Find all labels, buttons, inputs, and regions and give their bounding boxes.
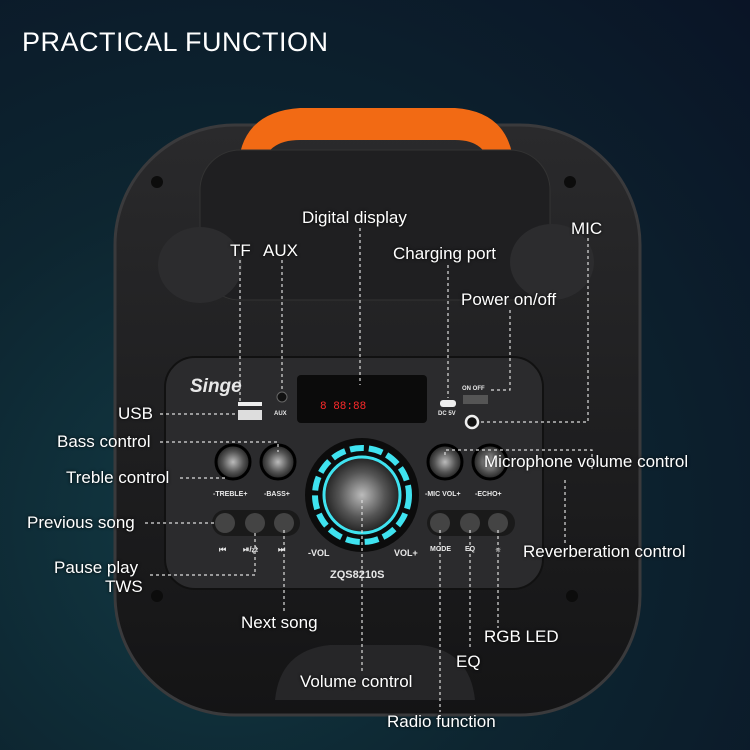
brand-logo: Singe — [190, 376, 242, 397]
power-switch[interactable] — [463, 395, 488, 404]
right-grip — [510, 224, 594, 300]
label-treble: Treble control — [66, 468, 170, 487]
label-eq: EQ — [456, 652, 481, 671]
tf-slot[interactable] — [238, 402, 262, 406]
mic-jack[interactable] — [464, 414, 480, 430]
aux-jack[interactable] — [276, 391, 288, 403]
label-bass: Bass control — [57, 432, 151, 451]
mic-volume-knob[interactable] — [426, 443, 464, 481]
digital-display: 8 88:88 — [320, 401, 366, 413]
model-number: ZQS8210S — [330, 569, 384, 581]
play-pause-button[interactable] — [245, 513, 265, 533]
label-tf: TF — [230, 241, 251, 260]
label-mic: MIC — [571, 219, 603, 238]
mode-button[interactable] — [430, 513, 450, 533]
leader-lines — [145, 228, 593, 712]
label-previous: Previous song — [27, 513, 135, 532]
vol-plus-text: VOL+ — [394, 548, 418, 558]
display-window — [297, 375, 427, 423]
next-button[interactable] — [274, 513, 294, 533]
charging-port[interactable] — [440, 400, 456, 407]
page-title: PRACTICAL FUNCTION — [22, 27, 329, 57]
echo-text: -ECHO+ — [475, 491, 502, 498]
left-grip — [158, 227, 242, 303]
onoff-text: ON OFF — [462, 386, 485, 392]
next-icon: ⏭ — [278, 545, 286, 554]
label-charging-port: Charging port — [393, 244, 497, 263]
eq-button[interactable] — [460, 513, 480, 533]
label-aux: AUX — [263, 241, 298, 260]
usb-port[interactable] — [238, 410, 262, 420]
aux-text: AUX — [274, 411, 287, 417]
label-digital-display: Digital display — [302, 208, 407, 227]
label-pause: Pause play — [54, 558, 139, 577]
play-pause-icon: ⏯/⇄ — [243, 545, 259, 554]
previous-button[interactable] — [215, 513, 235, 533]
previous-icon: ⏮ — [219, 545, 226, 554]
bass-text: -BASS+ — [264, 491, 290, 498]
label-reverb: Reverberation control — [523, 542, 686, 561]
mode-text: MODE — [430, 546, 451, 553]
treble-knob[interactable] — [214, 443, 252, 481]
label-power: Power on/off — [461, 290, 557, 309]
led-button[interactable] — [488, 513, 508, 533]
treble-text: -TREBLE+ — [213, 491, 247, 498]
dc-text: DC 5V — [438, 411, 456, 417]
rgb-ring — [312, 445, 412, 545]
knobs — [214, 443, 509, 481]
micvol-text: -MIC VOL+ — [425, 491, 461, 498]
label-volume: Volume control — [300, 672, 413, 691]
label-radio: Radio function — [387, 712, 496, 731]
volume-knob[interactable] — [322, 455, 402, 535]
label-mic-volume: Microphone volume control — [484, 452, 689, 471]
bottom-foot — [275, 645, 475, 700]
vol-minus-text: -VOL — [308, 548, 330, 558]
label-next: Next song — [241, 613, 318, 632]
echo-knob[interactable] — [471, 443, 509, 481]
label-rgb: RGB LED — [484, 627, 559, 646]
handle — [238, 108, 514, 170]
label-tws: TWS — [105, 577, 143, 596]
label-usb: USB — [118, 404, 153, 423]
